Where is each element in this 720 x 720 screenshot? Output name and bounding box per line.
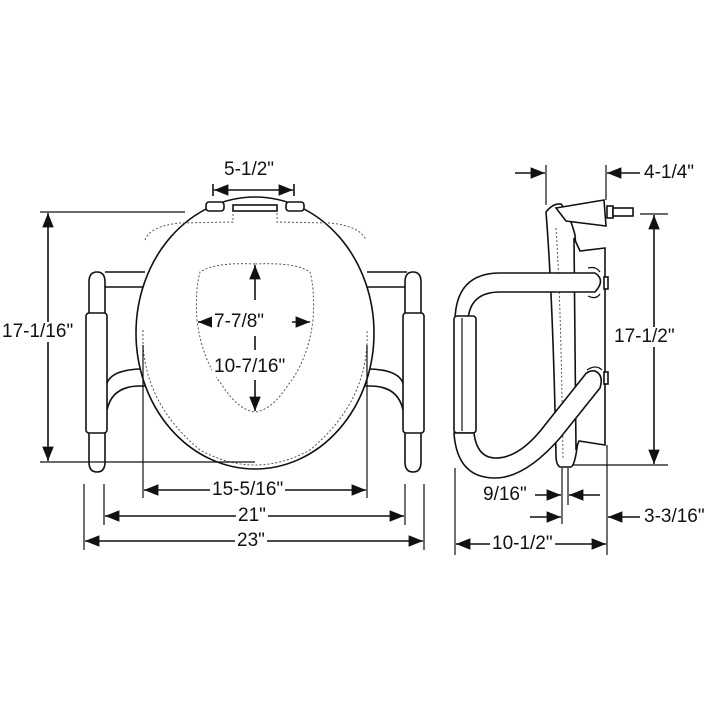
side-view xyxy=(453,165,668,555)
dim-seat-width: 15-5/16" xyxy=(210,479,286,500)
dim-seat-height: 17-1/16" xyxy=(0,321,76,342)
bolt xyxy=(612,207,634,217)
seat-outline xyxy=(135,196,375,470)
side-grip xyxy=(453,315,477,434)
hinges xyxy=(205,201,305,212)
dim-inner-arm-width: 21" xyxy=(236,505,268,526)
dim-opening-width: 7-7/8" xyxy=(212,311,267,332)
dim-seat-thickness: 9/16" xyxy=(481,484,529,505)
dim-overall-width: 23" xyxy=(235,530,267,551)
dim-mount-height: 17-1/2" xyxy=(612,326,677,347)
front-view xyxy=(40,184,425,550)
right-arm xyxy=(362,271,425,473)
dim-hinge-depth: 4-1/4" xyxy=(642,162,697,183)
dim-opening-length: 10-7/16" xyxy=(212,356,288,377)
dim-hinge-width: 5-1/2" xyxy=(222,159,277,180)
dim-bracket-offset: 3-3/16" xyxy=(642,506,707,527)
left-arm xyxy=(85,271,148,473)
dim-overall-depth: 10-1/2" xyxy=(490,533,555,554)
